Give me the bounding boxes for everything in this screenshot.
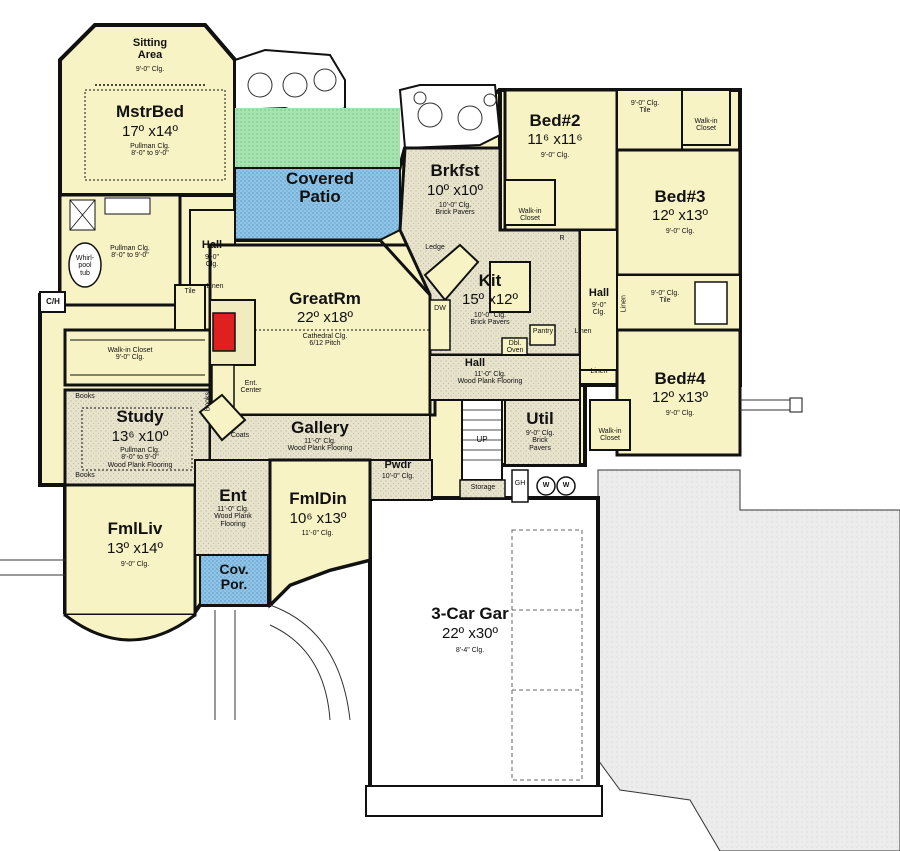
grass-area: [235, 108, 400, 168]
fmldin-dim: 10⁶ x13º: [289, 510, 347, 527]
whirlpool-tub: [68, 242, 102, 288]
gallery-name: Gallery: [291, 418, 349, 437]
mstrbed-name: MstrBed: [115, 102, 184, 121]
fireplace: [212, 312, 236, 352]
tile-label: Tile: [184, 288, 196, 295]
covered-patio-name: Covered Patio: [285, 169, 355, 206]
garage-parking-bay: [511, 529, 583, 781]
kit-note: 10'-0" Clg. Brick Pavers: [470, 312, 510, 327]
hall-center-name: Hall: [464, 357, 486, 369]
ent-center-label: Ent. Center: [240, 380, 262, 395]
garage-dim: 22º x30º: [442, 625, 498, 642]
ent-name: Ent: [219, 486, 247, 505]
hall-right-name: Hall: [588, 287, 610, 299]
greatrm-note: Cathedral Clg. 6/12 Pitch: [302, 333, 348, 348]
study-dim: 13⁶ x10º: [111, 428, 169, 445]
up-label: UP: [476, 435, 488, 444]
sitting-area-note: 9'-0" Clg.: [135, 66, 165, 73]
fmlliv-note: 9'-0" Clg.: [120, 561, 150, 568]
gh-label: GH: [514, 480, 526, 487]
hall-center-note: 11'-0" Clg. Wood Plank Flooring: [457, 371, 523, 386]
bed2-note: 9'-0" Clg.: [540, 152, 570, 159]
fmlliv-dim: 13º x14º: [107, 540, 163, 557]
hall-top-note: 9'-0" Clg.: [205, 254, 219, 269]
cov-porch-name: Cov. Por.: [219, 561, 249, 592]
ledge-label: Ledge: [425, 244, 445, 251]
ch-label: C/H: [46, 297, 60, 306]
bed3-name: Bed#3: [654, 187, 706, 206]
brkfst-note: 10'-0" Clg. Brick Pavers: [435, 202, 475, 217]
mstr-bath-note: Pullman Clg. 8'-0" to 9'-0": [110, 245, 150, 260]
bath-bed2-note: 9'-0" Clg. Tile: [630, 100, 660, 115]
whirlpool-label: Whirl- pool tub: [75, 255, 95, 277]
walkin-closet-bed4: Walk-in Closet: [598, 428, 622, 443]
storage-label: Storage: [470, 484, 496, 491]
bath-bed3-note: 9'-0" Clg. Tile: [650, 290, 680, 305]
mstrbed-note: Pullman Clg. 8'-0" to 9'-0": [130, 143, 170, 158]
kit-dim: 15º x12º: [462, 291, 518, 308]
bed3-note: 9'-0" Clg.: [665, 228, 695, 235]
ent-note: 11'-0" Clg. Wood Plank Flooring: [214, 506, 252, 528]
books-label-3: Books: [204, 391, 212, 412]
linen-label-4: Linen: [620, 295, 628, 313]
bed2-name: Bed#2: [529, 111, 581, 130]
hall-top-name: Hall: [201, 239, 223, 251]
study-note: Pullman Clg. 8'-0" to 9'-0" Wood Plank F…: [107, 447, 173, 469]
bed4-name: Bed#4: [654, 369, 706, 388]
fmldin-note: 11'-0" Clg.: [301, 530, 334, 537]
mstrbed-dim: 17º x14º: [122, 123, 178, 140]
driveway: [597, 469, 900, 851]
kit-name: Kit: [478, 271, 502, 290]
garage-name: 3-Car Gar: [431, 604, 509, 623]
greatrm-dim: 22º x18º: [297, 309, 353, 326]
covered-porch: [199, 554, 269, 606]
walkin-closet-mstr: Walk-in Closet 9'-0" Clg.: [107, 347, 153, 362]
brkfst-dim: 10º x10º: [427, 182, 483, 199]
linen-label-2: Linen: [574, 328, 592, 335]
garage-note: 8'-4" Clg.: [455, 647, 485, 654]
dbl-oven-label: Dbl. Oven: [506, 340, 524, 355]
kitchen-island: [489, 261, 531, 313]
study-name: Study: [116, 407, 164, 426]
hall-right-note: 9'-0" Clg.: [592, 302, 606, 317]
bed4-note: 9'-0" Clg.: [665, 410, 695, 417]
linen-label-1: Linen: [206, 283, 224, 290]
dw-label: DW: [434, 305, 446, 312]
books-label-1: Books: [75, 393, 95, 400]
linen-label-3: Linen: [590, 368, 608, 375]
pwdr-note: 10'-0" Clg.: [381, 473, 415, 480]
bed2-dim: 11⁶ x11⁶: [527, 131, 583, 148]
walkin-closet-bed3: Walk-in Closet: [694, 118, 718, 133]
gallery-note: 11'-0" Clg. Wood Plank Flooring: [287, 438, 353, 453]
walkin-closet-bed2: Walk-in Closet: [518, 208, 542, 223]
refrigerator-label: R: [559, 235, 565, 242]
greatrm-name: GreatRm: [289, 289, 361, 308]
brkfst-name: Brkfst: [430, 161, 480, 180]
books-label-2: Books: [75, 472, 95, 479]
sitting-area-name: Sitting Area: [132, 37, 168, 61]
covered-patio: [234, 167, 401, 241]
dryer-label: W: [562, 482, 570, 489]
washer-label: W: [542, 482, 550, 489]
planter-left: [234, 48, 346, 120]
pantry-label: Pantry: [532, 328, 554, 335]
bed3-dim: 12º x13º: [652, 207, 708, 224]
fmlliv-name: FmlLiv: [107, 519, 163, 538]
pwdr-name: Pwdr: [384, 459, 412, 471]
bed4-dim: 12º x13º: [652, 389, 708, 406]
fmldin-name: FmlDin: [289, 489, 347, 508]
util-name: Util: [526, 409, 554, 428]
garage-floor: [368, 496, 600, 790]
coats-label: Coats: [230, 432, 250, 439]
util-note: 9'-0" Clg. Brick Pavers: [525, 430, 555, 452]
